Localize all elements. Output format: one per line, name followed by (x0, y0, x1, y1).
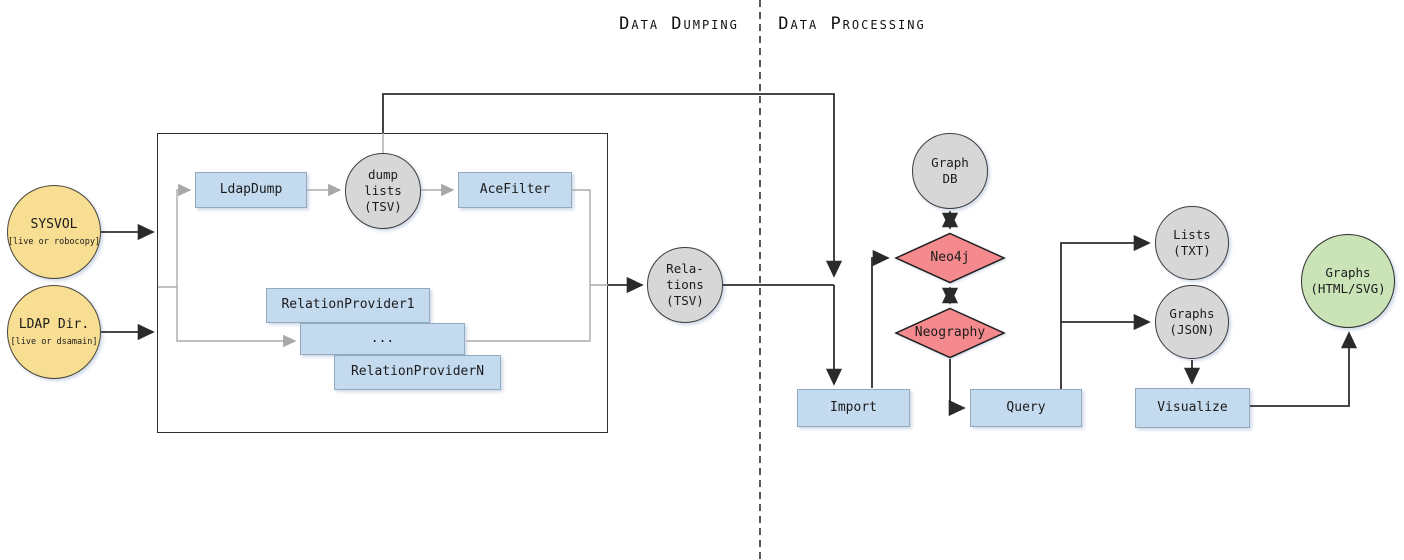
node-sublabel: [live or robocopy] (7, 236, 101, 247)
node-label: Lists (TXT) (1173, 226, 1211, 258)
neo4j-node: Neo4j (894, 232, 1006, 284)
relation-provider-ellipsis-node: ... (300, 323, 465, 355)
relations-tsv-node: Rela- tions (TSV) (647, 247, 723, 323)
node-label: SYSVOL (30, 217, 78, 233)
sysvol-node: SYSVOL [live or robocopy] (7, 185, 101, 279)
ldapdump-node: LdapDump (195, 172, 307, 208)
section-label-data-processing: Data Processing (778, 14, 926, 34)
diamond-shape (894, 307, 1006, 359)
graph-db-node: Graph DB (912, 133, 988, 209)
visualize-node: Visualize (1135, 388, 1250, 428)
neography-node: Neography (894, 307, 1006, 359)
node-label: dump lists (TSV) (364, 166, 402, 215)
node-label: LDAP Dir. (18, 317, 90, 333)
node-label: AceFilter (479, 181, 551, 197)
node-label: Neography (914, 324, 986, 340)
node-label: RelationProvider1 (281, 297, 415, 313)
lists-txt-node: Lists (TXT) (1155, 206, 1229, 280)
node-label: LdapDump (219, 181, 283, 197)
graphs-html-svg-node: Graphs (HTML/SVG) (1301, 234, 1395, 328)
node-label: Graphs (JSON) (1169, 305, 1215, 337)
query-node: Query (970, 389, 1082, 427)
node-label: Neo4j (930, 249, 970, 265)
node-sublabel: [live or dsamain] (10, 336, 98, 347)
relation-provider-1-node: RelationProvider1 (266, 288, 430, 323)
node-label: Rela- tions (TSV) (666, 260, 704, 309)
diamond-shape (894, 232, 1006, 284)
node-label: Graph DB (931, 154, 969, 186)
ldap-dir-node: LDAP Dir. [live or dsamain] (7, 285, 101, 379)
graphs-json-node: Graphs (JSON) (1155, 285, 1229, 359)
acefilter-node: AceFilter (458, 172, 572, 208)
dump-lists-node: dump lists (TSV) (345, 153, 421, 229)
relation-provider-n-node: RelationProviderN (334, 355, 501, 390)
section-label-data-dumping: Data Dumping (619, 14, 739, 34)
import-node: Import (797, 389, 910, 427)
node-label: RelationProviderN (350, 364, 485, 380)
node-label: ... (370, 330, 395, 346)
node-label: Import (830, 399, 877, 415)
node-label: Query (1006, 399, 1046, 415)
node-label: Graphs (HTML/SVG) (1310, 264, 1386, 296)
node-label: Visualize (1157, 399, 1228, 415)
